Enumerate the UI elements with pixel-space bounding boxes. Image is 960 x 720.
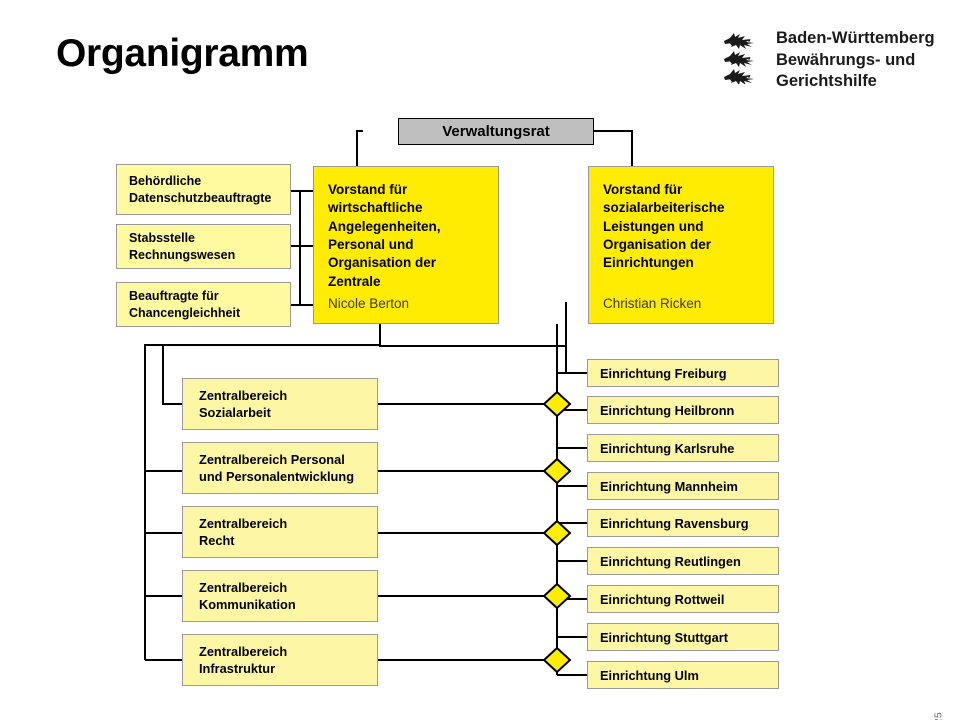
node-einrichtung-mannheim[interactable]: Einrichtung Mannheim <box>587 472 779 500</box>
node-staff-rechnungswesen[interactable]: Stabsstelle Rechnungswesen <box>116 224 291 269</box>
organization-logo: Baden-Württemberg Bewährungs- und Gerich… <box>718 28 935 93</box>
einrichtung-ulm-label: Einrichtung Ulm <box>600 667 699 683</box>
node-zentralbereich-personal[interactable]: Zentralbereich Personal und Personalentw… <box>182 442 378 494</box>
node-einrichtung-freiburg[interactable]: Einrichtung Freiburg <box>587 359 779 387</box>
einrichtung-rottweil-label: Einrichtung Rottweil <box>600 591 725 607</box>
einrichtung-reutlingen-label: Einrichtung Reutlingen <box>600 553 741 569</box>
zentralbereich-recht-label: Zentralbereich Recht <box>199 515 288 548</box>
node-einrichtung-ulm[interactable]: Einrichtung Ulm <box>587 661 779 689</box>
node-vorstand-sozialarbeit[interactable]: Vorstand für sozialarbeiterische Leistun… <box>588 166 774 324</box>
node-zentralbereich-infrastruktur[interactable]: Zentralbereich Infrastruktur <box>182 634 378 686</box>
einrichtung-karlsruhe-label: Einrichtung Karlsruhe <box>600 440 735 456</box>
diamond-junction-1 <box>542 390 572 418</box>
node-einrichtung-stuttgart[interactable]: Einrichtung Stuttgart <box>587 623 779 651</box>
logo-text-block: Baden-Württemberg Bewährungs- und Gerich… <box>776 28 935 93</box>
staff-datenschutz-label: Behördliche Datenschutzbeauftragte <box>129 173 272 205</box>
einrichtung-ravensburg-label: Einrichtung Ravensburg <box>600 515 749 531</box>
node-einrichtung-reutlingen[interactable]: Einrichtung Reutlingen <box>587 547 779 575</box>
logo-line-3: Gerichtshilfe <box>776 72 877 91</box>
zentralbereich-infrastruktur-label: Zentralbereich Infrastruktur <box>199 643 288 676</box>
diamond-junction-2 <box>542 457 572 485</box>
date-stamp: Stand: 01.2025 <box>932 712 944 720</box>
node-einrichtung-rottweil[interactable]: Einrichtung Rottweil <box>587 585 779 613</box>
diamond-junction-3 <box>542 519 572 547</box>
node-vorstand-wirtschaft[interactable]: Vorstand für wirtschaftliche Angelegenhe… <box>313 166 499 324</box>
node-einrichtung-ravensburg[interactable]: Einrichtung Ravensburg <box>587 509 779 537</box>
zentralbereich-kommunikation-label: Zentralbereich Kommunikation <box>199 579 296 612</box>
diamond-junction-5 <box>542 646 572 674</box>
node-zentralbereich-kommunikation[interactable]: Zentralbereich Kommunikation <box>182 570 378 622</box>
node-einrichtung-heilbronn[interactable]: Einrichtung Heilbronn <box>587 396 779 424</box>
vorstand-sozialarbeit-title: Vorstand für sozialarbeiterische Leistun… <box>603 182 725 271</box>
node-staff-datenschutz[interactable]: Behördliche Datenschutzbeauftragte <box>116 164 291 215</box>
vorstand-wirtschaft-title: Vorstand für wirtschaftliche Angelegenhe… <box>328 182 441 289</box>
einrichtung-mannheim-label: Einrichtung Mannheim <box>600 478 738 494</box>
node-zentralbereich-recht[interactable]: Zentralbereich Recht <box>182 506 378 558</box>
diamond-junction-4 <box>542 582 572 610</box>
logo-line-2: Bewährungs- und <box>776 50 916 69</box>
staff-chancengleichheit-label: Beauftragte für Chancengleichheit <box>129 288 241 320</box>
page-title: Organigramm <box>56 32 309 75</box>
zentralbereich-personal-label: Zentralbereich Personal und Personalentw… <box>199 451 355 484</box>
node-einrichtung-karlsruhe[interactable]: Einrichtung Karlsruhe <box>587 434 779 462</box>
einrichtung-freiburg-label: Einrichtung Freiburg <box>600 365 727 381</box>
logo-line-1: Baden-Württemberg <box>776 29 935 47</box>
staff-rechnungswesen-label: Stabsstelle Rechnungswesen <box>129 230 236 262</box>
einrichtung-stuttgart-label: Einrichtung Stuttgart <box>600 629 728 645</box>
vorstand-wirtschaft-person: Nicole Berton <box>328 296 410 311</box>
node-zentralbereich-sozialarbeit[interactable]: Zentralbereich Sozialarbeit <box>182 378 378 430</box>
zentralbereich-sozialarbeit-label: Zentralbereich Sozialarbeit <box>199 387 288 420</box>
verwaltungsrat-label: Verwaltungsrat <box>442 123 550 140</box>
node-staff-chancengleichheit[interactable]: Beauftragte für Chancengleichheit <box>116 282 291 327</box>
node-verwaltungsrat[interactable]: Verwaltungsrat <box>398 118 594 145</box>
vorstand-sozialarbeit-person: Christian Ricken <box>603 296 702 311</box>
three-lions-crest-icon <box>724 33 754 84</box>
einrichtung-heilbronn-label: Einrichtung Heilbronn <box>600 402 735 418</box>
